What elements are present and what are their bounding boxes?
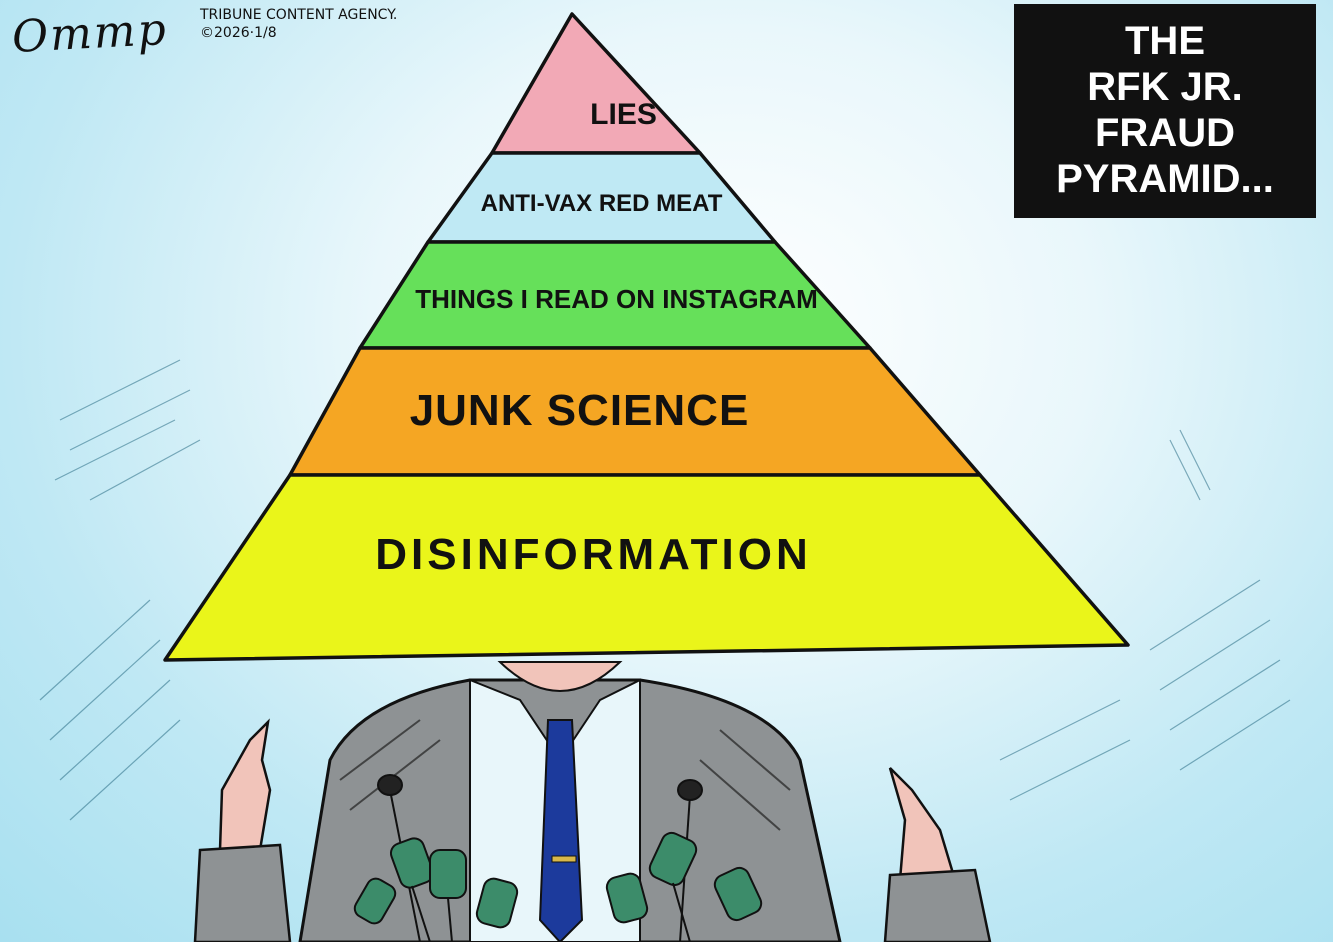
microphone <box>429 849 467 942</box>
tier-label-anti-vax: ANTI-VAX RED MEAT <box>480 190 723 217</box>
speaker <box>193 661 992 942</box>
fraud-pyramid <box>163 12 1130 662</box>
microphones <box>353 774 763 942</box>
microphone <box>389 837 435 942</box>
speaker-chin <box>497 661 623 692</box>
credit-agency: TRIBUNE CONTENT AGENCY. <box>200 7 398 23</box>
title-line-2: RFK JR. <box>1087 65 1243 109</box>
background-hatching <box>39 359 1291 821</box>
tie-clip <box>551 855 577 863</box>
left-sleeve <box>193 843 292 942</box>
speaker-tie <box>538 719 584 942</box>
microphone <box>475 877 519 929</box>
tier-label-lies: LIES <box>590 98 657 131</box>
title-line-4: PYRAMID... <box>1056 157 1274 201</box>
microphone <box>648 831 698 942</box>
credit-date: ©2026·1/8 <box>200 25 277 41</box>
title-box: THE RFK JR. FRAUD PYRAMID... <box>1014 4 1316 218</box>
tier-disinformation-shape <box>163 473 1130 662</box>
title-line-3: FRAUD <box>1095 111 1235 155</box>
right-sleeve <box>883 868 992 942</box>
tier-label-junk-science: JUNK SCIENCE <box>409 386 750 435</box>
right-pointing-hand <box>888 767 957 882</box>
tier-label-disinformation: DISINFORMATION <box>375 530 812 579</box>
syndication-credit: TRIBUNE CONTENT AGENCY. ©2026·1/8 <box>200 6 460 42</box>
title-line-1: THE <box>1125 19 1205 63</box>
microphone <box>713 866 763 922</box>
artist-signature: Ommp <box>10 3 169 64</box>
tier-label-instagram: THINGS I READ ON INSTAGRAM <box>415 284 818 314</box>
left-pointing-hand <box>218 718 272 852</box>
microphone <box>353 877 397 925</box>
tier-lies-shape <box>490 12 702 155</box>
microphone <box>605 872 649 924</box>
